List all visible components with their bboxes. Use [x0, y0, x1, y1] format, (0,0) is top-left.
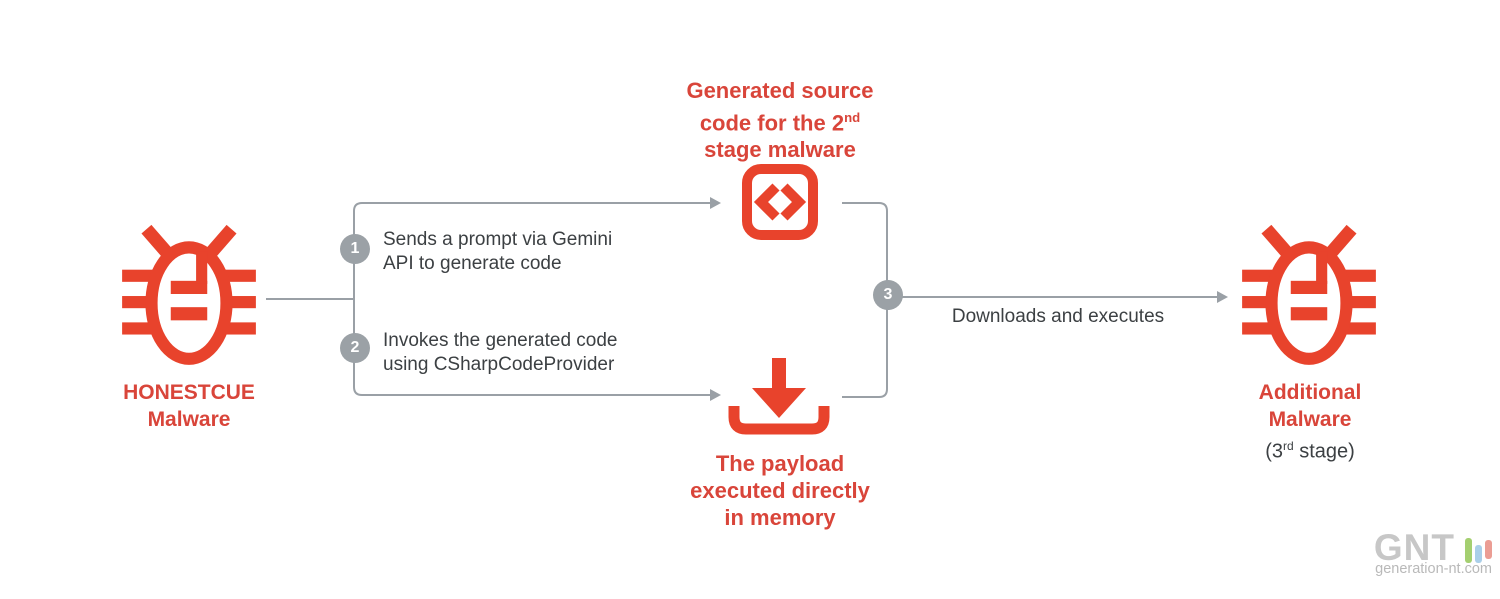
step-2-line1: Invokes the generated code: [383, 330, 618, 351]
stage-post: stage): [1293, 440, 1355, 463]
downloads-executes-label: Downloads and executes: [951, 306, 1165, 327]
payload-line2: executed directly: [690, 478, 870, 503]
honestcue-label-title: HONESTCUE: [123, 381, 255, 404]
generated-code-line2-sup: nd: [844, 110, 861, 125]
step-1-line2: API to generate code: [383, 252, 562, 274]
step-1-badge: 1: [340, 234, 370, 264]
code-icon: [742, 164, 818, 240]
honestcue-label-subtitle: Malware: [147, 408, 231, 431]
generated-code-line2: code for the 2nd: [630, 104, 930, 136]
stage-sup: rd: [1282, 439, 1294, 453]
additional-stage-note: (3rd stage): [1210, 433, 1410, 466]
step-3-badge: 3: [873, 280, 903, 310]
bug-icon: [122, 224, 256, 365]
step-2-line2: using CSharpCodeProvider: [383, 353, 615, 375]
additional-line1: Additional: [1258, 381, 1362, 404]
step-1-number: 1: [350, 240, 360, 257]
payload-label: The payload executed directly in memory: [630, 450, 930, 531]
payload-node: [728, 358, 830, 440]
honestcue-label: HONESTCUE Malware: [89, 379, 289, 433]
gnt-bar-blue: [1475, 545, 1482, 563]
additional-malware-node: [1238, 218, 1380, 370]
gnt-bar-green: [1465, 538, 1472, 563]
watermark-site-url: generation-nt.com: [1375, 561, 1492, 577]
generated-code-label: Generated source code for the 2nd stage …: [630, 77, 930, 163]
download-icon: [728, 358, 830, 435]
generated-code-line2-pre: code for the 2: [699, 110, 845, 136]
payload-line3: in memory: [724, 505, 836, 530]
generated-code-line1: Generated source: [686, 78, 874, 103]
step-3-number: 3: [883, 286, 893, 303]
payload-line1: The payload: [715, 451, 845, 476]
watermark-row: GNT: [1373, 527, 1492, 568]
step-2-number: 2: [350, 339, 360, 356]
gnt-logo-bars-icon: [1462, 538, 1492, 563]
gnt-logo: GNT: [1373, 527, 1455, 568]
honestcue-malware-node: [118, 218, 260, 370]
generated-code-node: [742, 164, 818, 240]
additional-line2: Malware: [1268, 408, 1352, 431]
step-2-text: Invokes the generated code using CSharpC…: [383, 329, 618, 376]
gnt-bar-red: [1485, 540, 1492, 559]
site-watermark: GNT generation-nt.com: [1373, 527, 1492, 577]
step-1-text: Sends a prompt via Gemini API to generat…: [383, 228, 612, 275]
step-2-badge: 2: [340, 333, 370, 363]
additional-malware-label: Additional Malware (3rd stage): [1210, 379, 1410, 466]
stage-pre: (3: [1265, 440, 1283, 463]
step-1-line1: Sends a prompt via Gemini: [383, 229, 613, 250]
generated-code-line3: stage malware: [704, 137, 856, 163]
bug-icon: [1242, 224, 1376, 365]
